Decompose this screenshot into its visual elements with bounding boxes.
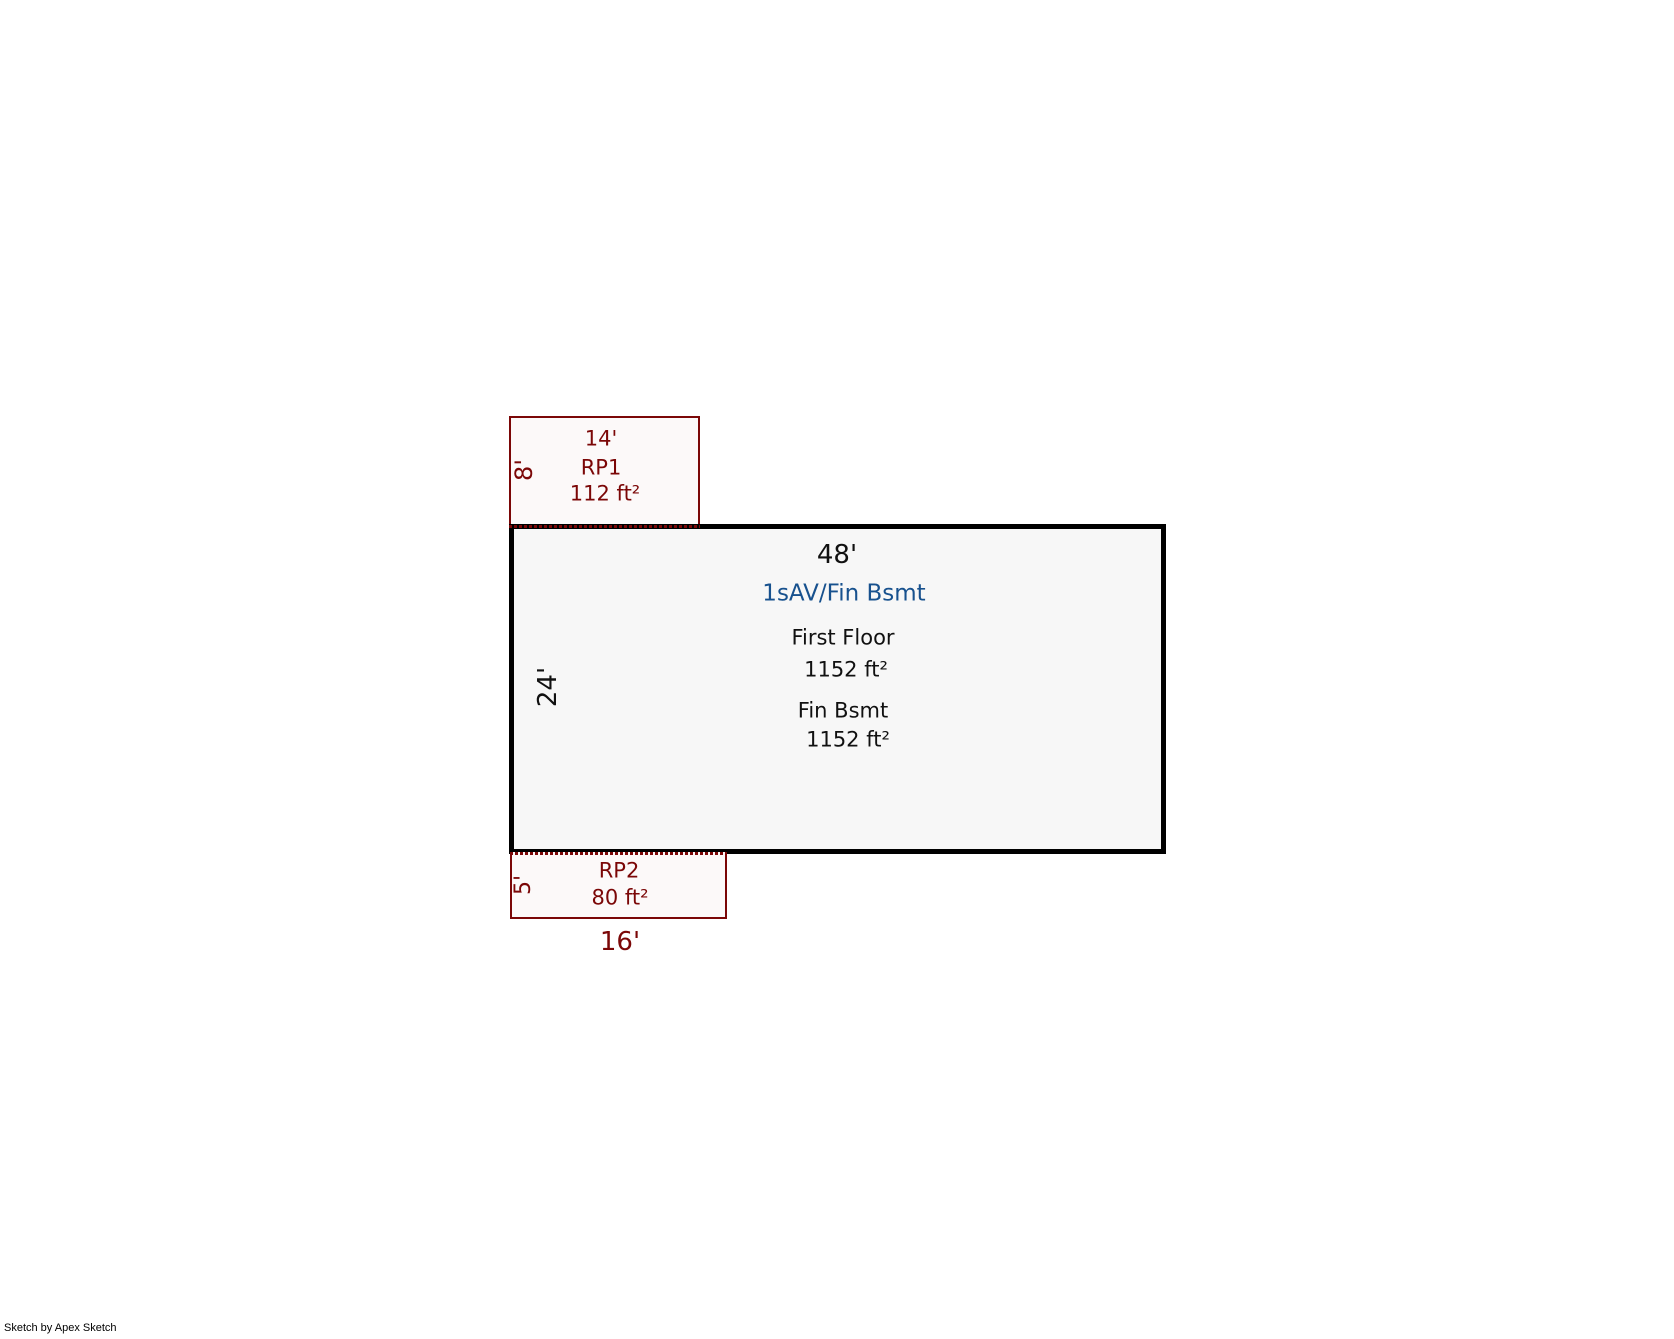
rp2-region (510, 852, 727, 919)
rp1-height-label: 8' (510, 459, 538, 481)
rp1-name-label: RP1 (580, 455, 622, 480)
first-floor-area-label: 1152 ft² (804, 657, 888, 682)
rp2-area-label: 80 ft² (591, 885, 649, 910)
apex-sketch-watermark: Sketch by Apex Sketch (4, 1322, 117, 1334)
rp1-area-label: 112 ft² (569, 481, 641, 506)
rp1-width-label: 14' (584, 426, 618, 451)
rp2-height-label: 5' (511, 874, 536, 896)
first-floor-name-label: First Floor (791, 625, 895, 650)
main-style-label: 1sAV/Fin Bsmt (762, 580, 926, 607)
fin-bsmt-area-label: 1152 ft² (806, 727, 890, 752)
rp2-shared-wall-dashed-line (510, 852, 727, 855)
rp1-shared-wall-dashed-line (509, 525, 700, 528)
main-width-label: 48' (816, 540, 858, 570)
rp2-name-label: RP2 (598, 858, 640, 883)
rp1-region (509, 416, 700, 524)
fin-bsmt-name-label: Fin Bsmt (797, 698, 889, 723)
main-height-label: 24' (533, 666, 563, 708)
rp2-width-label: 16' (599, 927, 641, 957)
main-floor-region (509, 524, 1166, 854)
